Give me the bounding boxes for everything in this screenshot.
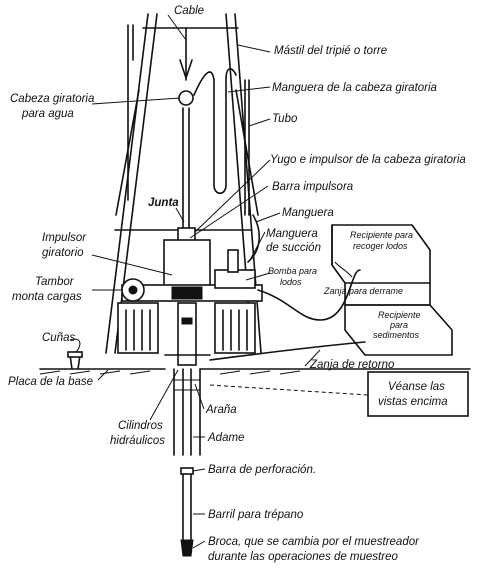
see-views-box	[367, 371, 469, 417]
spider	[174, 379, 200, 391]
label-cilindros-1: Cilindros	[118, 420, 163, 432]
leader-yugo	[194, 159, 271, 233]
label-zanja-retorno: Zanja de retorno	[309, 359, 395, 371]
label-cabeza-2: para agua	[21, 108, 74, 120]
leader-zanja-retorno	[304, 349, 321, 367]
label-barra-impulsora: Barra impulsora	[272, 181, 353, 193]
kelly-bar	[182, 107, 190, 231]
leader-junta	[175, 207, 185, 223]
label-cable: Cable	[174, 5, 204, 17]
label-cilindros-2: hidráulicos	[110, 435, 165, 447]
label-veanse-2: vistas encima	[378, 396, 448, 408]
hydraulic-frame-right	[214, 302, 256, 354]
derrick-back-leg	[127, 24, 134, 201]
leader-placa	[97, 369, 109, 381]
leader-broca	[192, 540, 206, 549]
label-manguera-cabeza: Manguera de la cabeza giratoria	[272, 82, 437, 94]
leader-manguera-cabeza	[227, 86, 271, 93]
leader-lines	[69, 14, 353, 549]
labels: Cable Mástil del tripié o torre Manguera…	[8, 5, 466, 563]
label-broca-1: Broca, que se cambia por el muestreador	[208, 536, 420, 548]
leader-barra-perforacion	[192, 468, 206, 472]
ground-hatch	[39, 370, 301, 375]
hose	[247, 214, 260, 263]
hydraulic-frame-left	[117, 302, 159, 354]
cross-brace-left	[115, 89, 140, 216]
leader-bomba	[245, 272, 271, 281]
label-impulsor-2: giratorio	[42, 247, 84, 259]
rig-drawing	[39, 13, 471, 557]
hoist-drum-hub	[128, 285, 138, 295]
leader-cunas	[69, 338, 81, 353]
label-recipiente-sed-1: Recipiente	[378, 310, 421, 320]
label-junta: Junta	[148, 197, 179, 209]
label-recipiente-sed-3: sedimentos	[373, 330, 420, 340]
label-broca-2: durante las operaciones de muestreo	[208, 551, 398, 563]
label-tambor-1: Tambor	[35, 276, 75, 288]
rotary-table	[171, 286, 203, 300]
label-impulsor-1: Impulsor	[42, 232, 87, 244]
pump-column	[227, 249, 239, 273]
label-tubo: Tubo	[272, 113, 298, 125]
label-mastil: Mástil del tripié o torre	[274, 45, 387, 57]
label-arana: Araña	[205, 404, 237, 416]
label-recipiente-sed-2: para	[389, 320, 408, 330]
leader-zanja-derrame	[334, 261, 353, 278]
leader-cabeza	[91, 97, 181, 105]
label-adame: Adame	[207, 432, 244, 444]
rotary-drive	[163, 239, 211, 289]
sediment-tank	[344, 304, 453, 356]
label-cunas: Cuñas	[42, 332, 75, 344]
cross-brace-right	[235, 89, 259, 216]
leader-barra-impulsora	[189, 185, 269, 239]
label-recipiente-lodos-1: Recipiente para	[350, 230, 413, 240]
pipe	[244, 79, 250, 216]
leader-arana	[194, 383, 205, 410]
label-zanja-derrame: Zanja para derrame	[323, 286, 403, 296]
return-ditch	[209, 341, 366, 361]
leader-manguera	[255, 212, 281, 223]
label-bomba-2: lodos	[280, 277, 302, 287]
leader-tubo	[248, 118, 271, 127]
borehole-casing	[173, 368, 201, 456]
cylinder-clamp	[181, 317, 193, 325]
label-tambor-2: monta cargas	[12, 291, 82, 303]
label-yugo: Yugo e impulsor de la cabeza giratoria	[270, 154, 466, 166]
label-manguera-succion-2: de succión	[266, 242, 321, 254]
leader-cilindros	[149, 369, 179, 421]
leader-mastil	[237, 44, 271, 53]
swivel-head	[178, 90, 194, 106]
drill-bit	[180, 539, 194, 557]
leader-cable	[167, 14, 187, 41]
label-recipiente-lodos-2: recoger lodos	[353, 241, 408, 251]
see-views-dash	[209, 384, 369, 396]
cable-hook	[179, 59, 193, 79]
suction-hose	[257, 269, 361, 321]
label-placa: Placa de la base	[8, 376, 93, 388]
core-barrel	[182, 469, 192, 541]
label-barril: Barril para trépano	[208, 509, 304, 521]
label-veanse-1: Véanse las	[388, 381, 445, 393]
leader-manguera-succion	[249, 231, 266, 261]
drill-rod	[182, 368, 192, 456]
derrick-leg-left	[105, 13, 149, 354]
label-manguera-succion-1: Manguera	[266, 228, 318, 240]
label-cabeza-1: Cabeza giratoria	[10, 93, 94, 105]
wedge-block	[67, 351, 83, 358]
label-barra-perforacion: Barra de perforación.	[208, 464, 316, 476]
label-bomba-1: Bomba para	[268, 266, 317, 276]
drill-rod-coupling	[180, 467, 194, 475]
leader-impulsor	[91, 254, 173, 276]
label-manguera: Manguera	[282, 207, 334, 219]
swivel-hose	[193, 68, 237, 195]
